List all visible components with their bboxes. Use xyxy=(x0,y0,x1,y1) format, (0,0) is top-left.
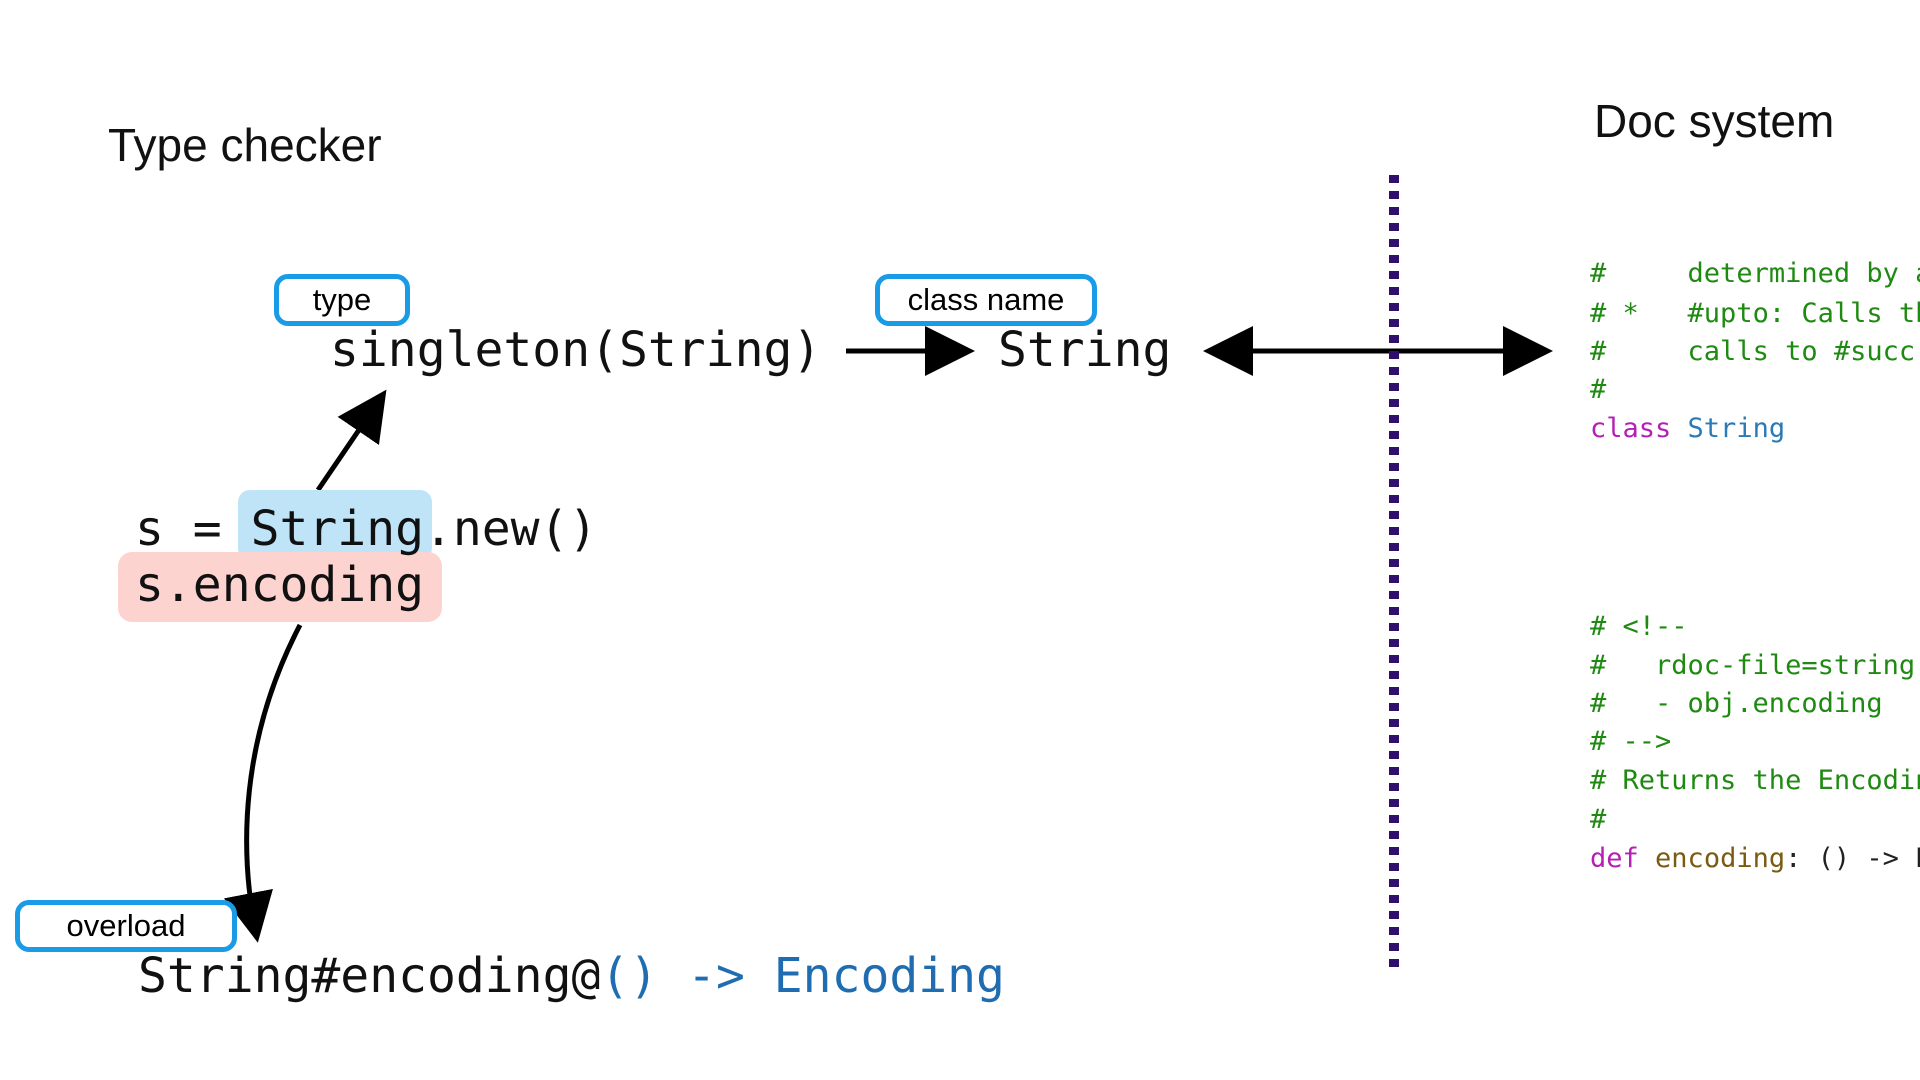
doc-code-panel: # determined by a # * #upto: Calls the #… xyxy=(1590,260,1920,900)
doc-def-rest: : () -> En xyxy=(1785,843,1920,874)
code-line-1: s = String.new() xyxy=(135,505,597,553)
arrow-encoding-to-overload xyxy=(223,623,303,943)
doc-line-bottom-2: # - obj.encoding - xyxy=(1590,688,1920,719)
type-checker-title: Type checker xyxy=(108,119,382,171)
arrow-string-to-singleton xyxy=(315,389,387,492)
overload-return-type: Encoding xyxy=(773,948,1005,1004)
overload-tag: overload xyxy=(15,900,237,952)
code-line-1-string: String xyxy=(250,501,424,557)
overload-name: String#encoding@ xyxy=(138,948,601,1004)
doc-line-top-2: # calls to #succ. xyxy=(1590,336,1920,367)
string-highlight xyxy=(238,490,432,560)
doc-line-bottom-4: # Returns the Encoding xyxy=(1590,765,1920,796)
code-line-1-suffix: .new() xyxy=(423,501,598,557)
code-line-1-prefix: s = xyxy=(135,501,251,557)
doc-class-line: class String xyxy=(1590,415,1785,442)
singleton-expression: singleton(String) xyxy=(330,322,822,378)
class-name-value: String xyxy=(998,322,1172,378)
overload-signature: String#encoding@() -> Encoding xyxy=(138,952,1005,1000)
doc-class-keyword: class xyxy=(1590,413,1672,444)
doc-line-bottom-0: # <!-- xyxy=(1590,611,1688,642)
class-name-tag: class name xyxy=(875,274,1097,326)
doc-class-name: String xyxy=(1687,413,1786,444)
doc-def-keyword: def xyxy=(1590,843,1639,874)
overload-params: () xyxy=(600,948,659,1004)
doc-line-top-0: # determined by a xyxy=(1590,260,1920,289)
doc-line-bottom-3: # --> xyxy=(1590,726,1672,757)
doc-line-top-1: # * #upto: Calls the xyxy=(1590,298,1920,329)
doc-def-name: encoding xyxy=(1655,843,1786,874)
doc-def-line: def encoding: () -> En xyxy=(1590,845,1920,872)
encoding-highlight xyxy=(118,552,442,622)
doc-line-bottom-5: # xyxy=(1590,804,1607,835)
doc-line-top-3: # xyxy=(1590,374,1607,405)
type-tag: type xyxy=(274,274,410,326)
doc-line-bottom-1: # rdoc-file=string.c xyxy=(1590,650,1920,681)
doc-system-title: Doc system xyxy=(1594,95,1835,147)
code-line-2: s.encoding xyxy=(135,557,424,613)
overload-arrow: -> xyxy=(658,948,774,1004)
